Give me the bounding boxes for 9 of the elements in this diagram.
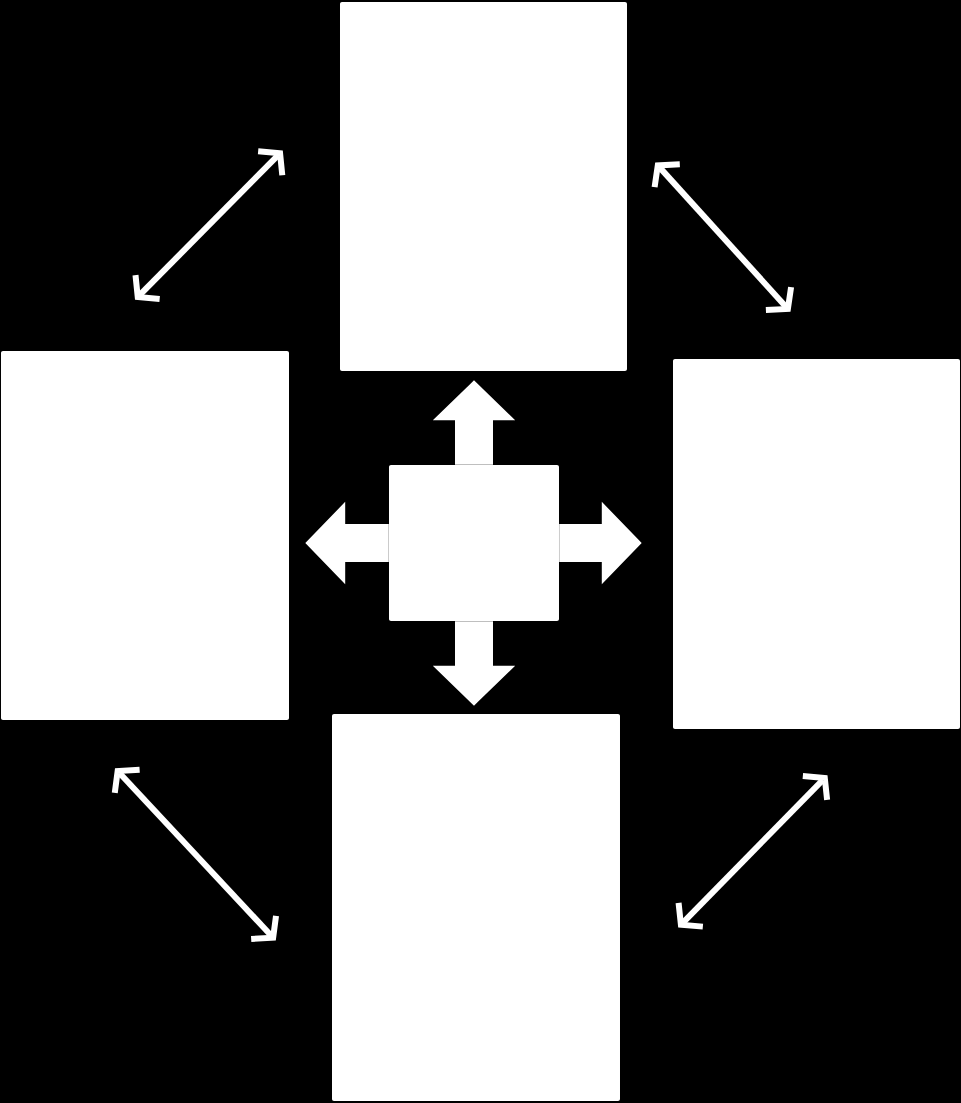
double-arrow bbox=[132, 148, 286, 303]
panel-box bbox=[673, 359, 960, 729]
panel-box bbox=[332, 714, 620, 1101]
double-arrow bbox=[111, 766, 279, 943]
double-arrow bbox=[675, 773, 831, 930]
panel-box bbox=[1, 351, 289, 720]
center-square bbox=[389, 465, 559, 621]
double-arrow bbox=[651, 161, 795, 313]
panel-box bbox=[340, 2, 627, 371]
